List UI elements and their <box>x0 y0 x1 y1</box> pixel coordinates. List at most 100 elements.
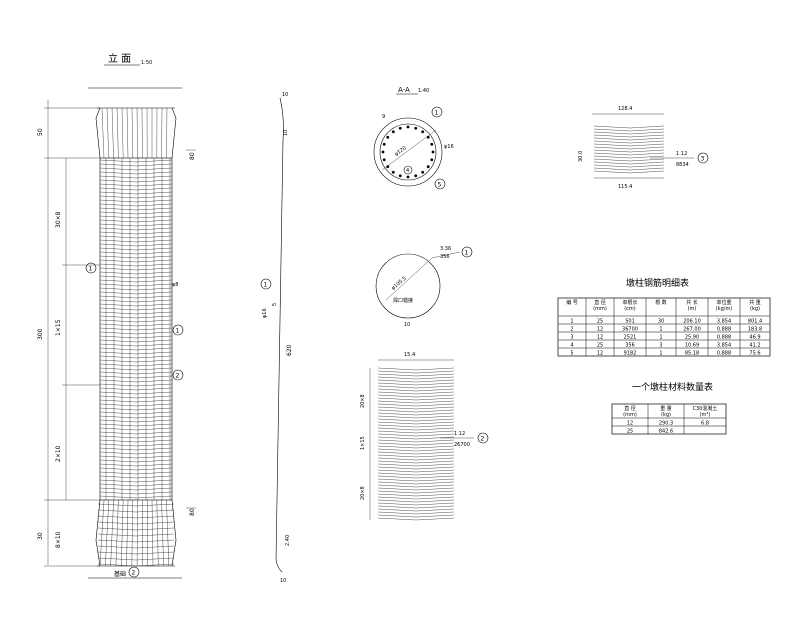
table-cell: 36700 <box>622 327 638 333</box>
dim-right-top: 80 <box>189 152 196 160</box>
table-header-cell: 重 量 <box>660 405 672 412</box>
ring-bottom-dim: 10 <box>404 322 410 328</box>
table-cell: 501 <box>625 319 635 325</box>
svg-text:1: 1 <box>465 250 469 257</box>
section-side: φ16 <box>444 144 454 150</box>
top-flare-bars <box>102 108 167 158</box>
table-header-cell: 共 长 <box>686 299 698 306</box>
ring-diameter: φ105.5 <box>390 276 407 292</box>
bar-end-top-dim: 10 <box>283 130 289 136</box>
table-cell: 1 <box>570 319 573 325</box>
table-cell: 25.90 <box>685 335 699 341</box>
callout-bubble: 3 <box>698 153 708 163</box>
ring-label-sub: 356 <box>440 254 450 260</box>
table-cell: 30 <box>658 319 664 325</box>
table-cell: 4 <box>570 343 573 349</box>
svg-text:2: 2 <box>176 373 180 380</box>
elevation-view: 立 面 1:50 50 30×8 300 1×15 2×10 30 8×10 <box>37 52 196 578</box>
svg-text:5: 5 <box>438 182 442 189</box>
table2-title: 一个墩柱材料数量表 <box>632 381 713 393</box>
spiral-bar-large: 15.4 20×8 1×15 20×8 1 12 26700 2 <box>360 352 488 520</box>
svg-text:2: 2 <box>481 436 485 443</box>
table-cell: 842.6 <box>659 429 673 435</box>
svg-text:1: 1 <box>176 328 180 335</box>
table-header-cell: 单位重 <box>716 299 731 306</box>
table1-title: 墩柱钢筋明细表 <box>626 277 689 289</box>
svg-text:4: 4 <box>406 168 409 174</box>
dim-upper-stirrup: 30×8 <box>55 211 62 228</box>
table-cell: 1 <box>659 327 662 333</box>
spiral-large-coils <box>378 368 454 520</box>
stirrup-note: φ8 <box>172 282 178 288</box>
table-cell: 9182 <box>624 351 637 357</box>
section-bar-dot <box>407 176 410 179</box>
spiral2-dim-1: 20×8 <box>360 394 366 408</box>
section-bar-dot <box>414 174 417 177</box>
table-cell: 206.10 <box>683 319 701 325</box>
section-bar-dot <box>427 165 430 168</box>
svg-text:1: 1 <box>435 110 439 117</box>
bar-diameter: φ16 <box>262 308 268 318</box>
dim-top-head: 50 <box>37 128 44 136</box>
table-cell: 2521 <box>624 335 637 341</box>
dim-bottom: 30 <box>37 532 44 540</box>
dim-mid-stirrup: 1×15 <box>55 319 62 336</box>
table-cell: 12 <box>597 327 603 333</box>
table-cell: 801.4 <box>748 319 762 325</box>
section-label: A-A <box>398 86 410 94</box>
section-bar-dot <box>392 130 395 133</box>
bar-end-bottom-dim: 2.40 <box>285 535 291 546</box>
bar-count: 5 <box>272 303 278 306</box>
spiral-small-coils <box>594 126 664 173</box>
spiral-label: 1 12 <box>676 151 687 157</box>
table-header-cell: (kg/m) <box>716 306 733 312</box>
spiral-bottom-width: 115.4 <box>618 184 632 190</box>
table-cell: 85.18 <box>685 351 699 357</box>
section-bar-dot <box>407 126 410 129</box>
table-header-cell: (m³) <box>700 412 711 418</box>
section-bar-dot <box>432 151 435 154</box>
table-cell: 41.2 <box>749 343 760 349</box>
table-cell: 183.8 <box>748 327 762 333</box>
table-cell: 0.888 <box>717 351 731 357</box>
table-cell: 12 <box>627 421 633 427</box>
dim-right-bottom: 80 <box>189 508 196 516</box>
ring-bar-detail: φ105.5 焊口错接 3.36 356 1 10 <box>376 246 472 328</box>
table-cell: 267.00 <box>683 327 701 333</box>
table-cell: 0.888 <box>717 327 731 333</box>
callout-bubble: 1 <box>462 247 472 257</box>
spiral-top-width: 128.4 <box>618 106 632 112</box>
dim-shaft-total: 300 <box>37 328 44 340</box>
table-header-cell: 共 重 <box>749 299 761 306</box>
table-cell: 1 <box>659 351 662 357</box>
table-cell: 0.888 <box>717 335 731 341</box>
table-cell: 12 <box>597 351 603 357</box>
table-header-cell: (m) <box>688 306 697 312</box>
table-cell: 25 <box>597 319 603 325</box>
table-header-cell: (kg) <box>750 306 760 312</box>
elevation-scale: 1:50 <box>141 60 152 66</box>
table-header-cell: (mm) <box>593 306 607 312</box>
bar-length: 620 <box>286 344 293 356</box>
table-cell: 3.854 <box>717 343 731 349</box>
spiral-height: 30.0 <box>578 151 584 162</box>
callout-bubble: 1 <box>432 107 442 117</box>
section-bar-dot <box>399 127 402 130</box>
table-cell: 12 <box>597 335 603 341</box>
spiral2-label-sub: 26700 <box>454 442 470 448</box>
section-bar-dot <box>430 143 433 146</box>
bar-end-bottom: 10 <box>280 578 286 584</box>
spiral2-dim-3: 20×8 <box>360 486 366 500</box>
table-cell: 25 <box>627 429 633 435</box>
table-header-cell: 单根长 <box>622 299 637 306</box>
section-bar-dot <box>421 130 424 133</box>
callout-bubble: 4 <box>404 166 412 174</box>
table-cell: 356 <box>625 343 635 349</box>
section-bar-dot <box>392 171 395 174</box>
section-view: A-A 1:40 φ120 9 φ16 1 4 5 <box>374 86 454 189</box>
table-cell: 2 <box>570 327 573 333</box>
table-header-cell: 编 号 <box>566 299 578 306</box>
bar-end-top: 10 <box>282 92 288 98</box>
